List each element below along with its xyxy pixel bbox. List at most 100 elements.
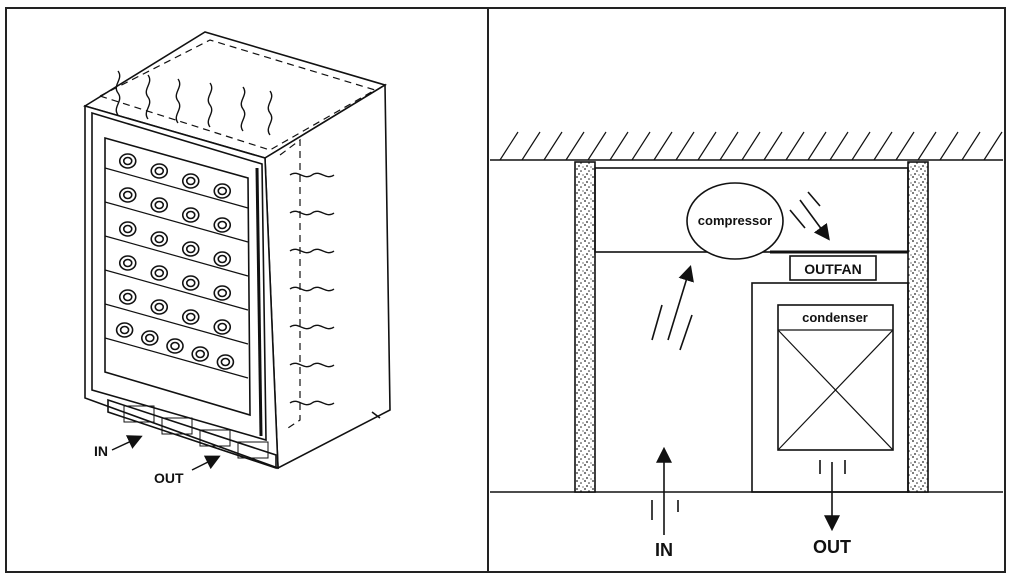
wine-bottle — [213, 251, 232, 267]
wine-bottle-neck — [154, 302, 165, 312]
wine-bottle-neck — [154, 268, 165, 278]
wine-bottle — [181, 309, 200, 325]
grille-slot — [199, 429, 231, 447]
heat-wave-side — [289, 400, 335, 406]
wine-bottle-neck — [154, 200, 165, 210]
heat-wave — [267, 90, 273, 136]
heat-wave — [175, 78, 181, 124]
wine-bottle — [181, 275, 200, 291]
wine-bottle — [213, 285, 232, 301]
kick-plate — [107, 398, 277, 470]
wine-bottle — [118, 221, 137, 237]
heat-wave — [240, 86, 246, 132]
wine-bottle — [213, 183, 232, 199]
airflow-schematic — [490, 131, 1003, 493]
out-fan-label: OUTFAN — [804, 261, 862, 277]
vent-grille — [123, 405, 269, 459]
heat-wave — [145, 74, 151, 120]
wine-bottle — [118, 153, 137, 169]
hatch-stroke — [741, 131, 761, 161]
exhaust-stroke-b — [807, 191, 821, 207]
wine-bottle-neck — [217, 186, 228, 196]
wine-bottle-neck — [154, 234, 165, 244]
wine-bottle-neck — [185, 210, 196, 220]
compressor-label: compressor — [698, 213, 772, 228]
shelf-line — [104, 303, 249, 345]
wine-bottle — [141, 330, 159, 346]
hatch-stroke — [851, 131, 871, 161]
left-out-arrow — [191, 455, 221, 471]
rise-arrow — [667, 264, 694, 341]
wine-bottle — [213, 319, 232, 335]
door-frame — [91, 111, 267, 442]
hatch-stroke — [587, 131, 607, 161]
wine-bottle-neck — [195, 349, 205, 359]
hatch-stroke — [983, 131, 1003, 161]
out-fan-box — [789, 255, 877, 281]
hatch-stroke — [719, 131, 739, 161]
shelf-line — [104, 167, 249, 209]
right-out-label: OUT — [813, 537, 851, 557]
wine-shelves — [104, 153, 249, 379]
wine-bottle — [166, 338, 184, 354]
hatch-stroke — [675, 131, 695, 161]
right-wall — [907, 161, 929, 493]
wine-bottle-neck — [122, 190, 133, 200]
wine-bottle — [191, 346, 209, 362]
airflow-arrows — [651, 191, 846, 535]
hatch-stroke — [653, 131, 673, 161]
wine-cooler-illustration — [83, 31, 391, 470]
left-wall — [574, 161, 596, 493]
shelf-line — [104, 337, 249, 379]
grille-slot — [161, 417, 193, 435]
hatch-stroke — [829, 131, 849, 161]
wine-bottle-neck — [122, 258, 133, 268]
left-in-label: IN — [94, 443, 108, 459]
wine-bottle-neck — [217, 322, 228, 332]
heat-wave-side — [289, 286, 335, 292]
wine-bottle — [118, 289, 137, 305]
wine-bottle — [216, 354, 235, 370]
condenser-bay — [751, 282, 909, 493]
door-handle — [255, 167, 263, 437]
left-out-label: OUT — [154, 470, 184, 486]
rise-stroke-a — [651, 304, 663, 341]
wine-bottle-neck — [122, 156, 133, 166]
wine-bottle — [150, 299, 169, 315]
wine-bottle — [118, 255, 137, 271]
hatch-stroke — [521, 131, 541, 161]
wine-bottle — [213, 217, 232, 233]
wine-bottle — [181, 207, 200, 223]
right-in-label: IN — [655, 540, 673, 560]
hatch-stroke — [939, 131, 959, 161]
heat-wave — [207, 82, 213, 128]
wine-bottle — [150, 231, 169, 247]
wine-bottle-neck — [122, 224, 133, 234]
condenser-box — [777, 304, 894, 451]
heat-wave-side — [289, 362, 335, 368]
wine-bottle-neck — [185, 312, 196, 322]
hatch-stroke — [873, 131, 893, 161]
wine-bottle — [115, 322, 134, 338]
hatch-stroke — [895, 131, 915, 161]
grille-slot — [123, 405, 155, 423]
wine-bottle-neck — [122, 292, 133, 302]
heat-wave-side — [289, 324, 335, 330]
wine-bottle-neck — [154, 166, 165, 176]
hatch-stroke — [763, 131, 783, 161]
cabinet-foot — [371, 411, 381, 419]
wine-bottle — [181, 173, 200, 189]
hatch-stroke — [565, 131, 585, 161]
grille-slot — [237, 441, 269, 459]
hatch-stroke — [543, 131, 563, 161]
condenser-label: condenser — [802, 310, 868, 325]
hatch-stroke — [499, 131, 519, 161]
heat-wave-side — [289, 210, 335, 216]
side-clearance-dashes — [279, 138, 301, 431]
outer-frame — [5, 7, 1006, 573]
heat-wave-side — [289, 248, 335, 254]
wine-bottle-neck — [119, 325, 130, 335]
shelf-line — [104, 235, 249, 277]
